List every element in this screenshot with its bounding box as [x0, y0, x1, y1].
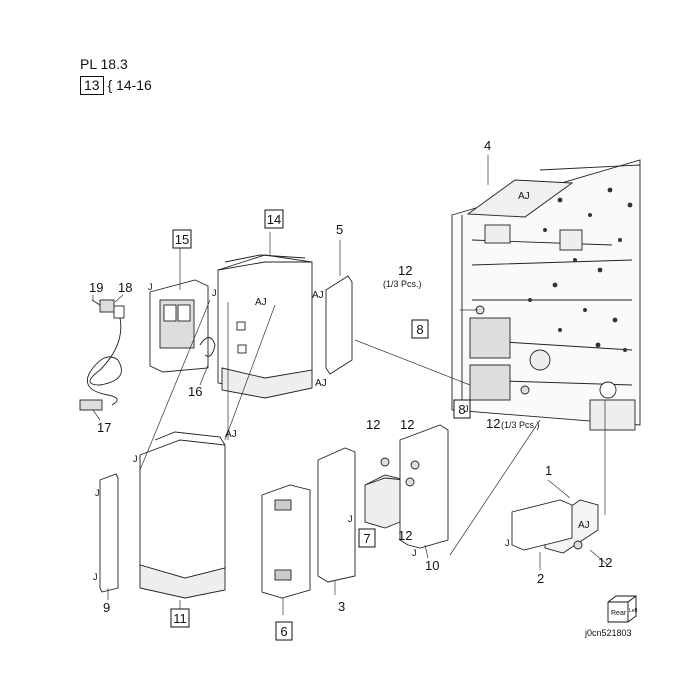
- callout-9: 9: [103, 600, 110, 615]
- callout-8-upper: 8: [416, 322, 423, 337]
- callout-12-right: 12: [400, 417, 414, 432]
- main-frame: [451, 159, 641, 431]
- callout-3: 3: [338, 599, 345, 614]
- j-marker: J: [505, 538, 510, 548]
- callout-7: 7: [363, 531, 370, 546]
- callout-18: 18: [118, 280, 132, 295]
- part-14-box: [217, 254, 313, 399]
- callout-8-lower: 8: [458, 402, 465, 417]
- aj-marker: AJ: [225, 429, 237, 440]
- callout-15: 15: [175, 232, 189, 247]
- part-17-cord: [79, 317, 122, 411]
- aj-marker: AJ: [255, 297, 267, 308]
- callout-12-upper-note: (1/3 Pcs.): [383, 279, 422, 289]
- callout-12-rear: 12: [598, 555, 612, 570]
- part-5-rail: [325, 275, 353, 375]
- j-marker: J: [95, 488, 100, 498]
- part-19-screw: [91, 299, 101, 306]
- j-marker: J: [148, 282, 153, 292]
- callout-12-upper: 12: [398, 263, 412, 278]
- cube-left-label: Left: [629, 608, 638, 614]
- callout-14: 14: [267, 212, 281, 227]
- callout-19: 19: [89, 280, 103, 295]
- callout-4: 4: [484, 138, 491, 153]
- callout-12-left: 12: [366, 417, 380, 432]
- part-16-cable: [199, 337, 216, 357]
- j-marker: J: [348, 514, 353, 524]
- part-4-bracket: [466, 179, 574, 218]
- part-9-bracket: [99, 473, 119, 593]
- screws-12: [380, 305, 583, 550]
- group-box: 13: [80, 76, 104, 95]
- group-range: { 14-16: [107, 77, 152, 93]
- figure-id: j0cn521803: [584, 628, 632, 638]
- part-2-plate: [511, 499, 573, 551]
- part-10-plate: [399, 424, 449, 549]
- part-11-panel: [139, 431, 226, 599]
- callout-5: 5: [336, 222, 343, 237]
- callout-11: 11: [173, 611, 187, 626]
- part-15-bracket: [149, 279, 209, 373]
- orientation-cube: Rear Left: [607, 595, 638, 623]
- aj-marker: AJ: [315, 378, 327, 389]
- part-6-module: [261, 484, 311, 599]
- plate-number: PL 18.3: [80, 56, 128, 72]
- callout-6: 6: [280, 624, 287, 639]
- callout-12-frame-note: (1/3 Pcs.): [501, 420, 540, 430]
- j-marker: J: [93, 572, 98, 582]
- j-marker: J: [412, 548, 417, 558]
- part-7-transformer: [364, 474, 406, 529]
- callout-1: 1: [545, 463, 552, 478]
- j-marker: J: [133, 454, 138, 464]
- callout-16: 16: [188, 384, 202, 399]
- cube-rear-label: Rear: [611, 610, 627, 617]
- callout-12-lower: 12: [398, 528, 412, 543]
- part-3-plate: [317, 447, 356, 583]
- part-18-connector: [99, 299, 125, 319]
- j-marker: J: [464, 404, 469, 414]
- callout-10: 10: [425, 558, 439, 573]
- j-marker: J: [212, 288, 217, 298]
- callout-2: 2: [537, 571, 544, 586]
- callout-17: 17: [97, 420, 111, 435]
- group-indicator: 13 { 14-16: [80, 76, 152, 95]
- aj-marker: AJ: [578, 520, 590, 531]
- aj-marker: AJ: [312, 290, 324, 301]
- aj-marker: AJ: [518, 191, 530, 202]
- callout-12-frame: 12: [486, 416, 500, 431]
